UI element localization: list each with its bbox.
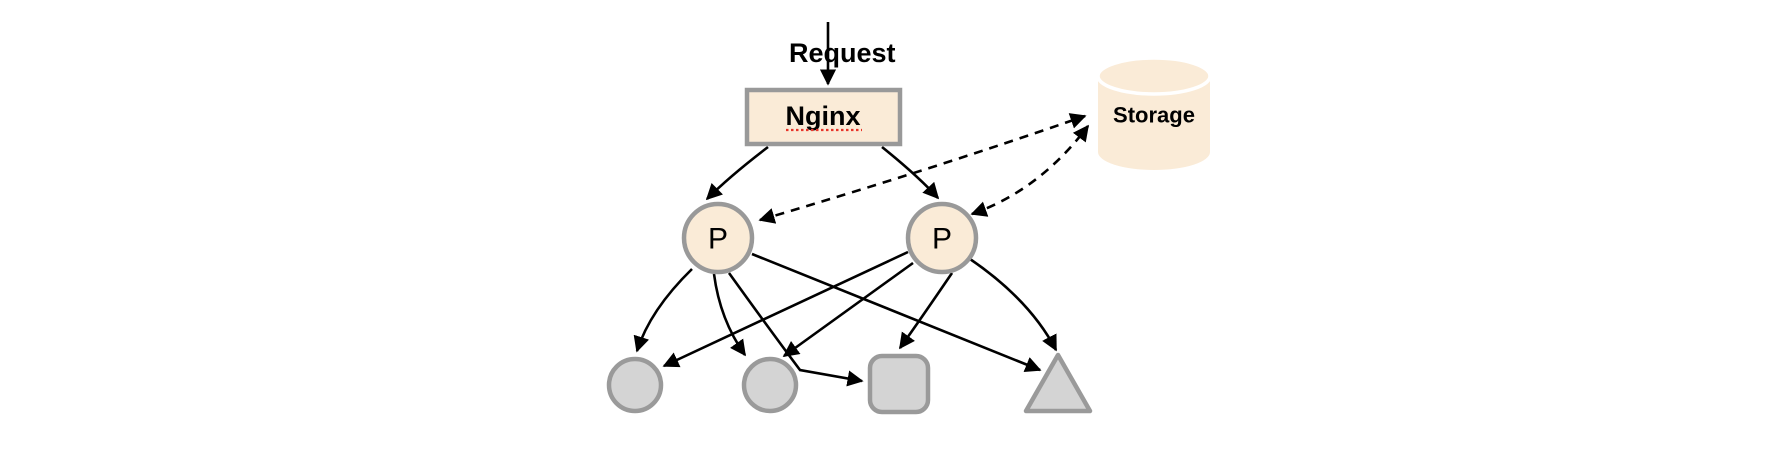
storage-cylinder-top [1096,56,1212,96]
edge-process-left-to-worker-square [727,272,864,387]
edge-process-left-to-worker-circle-1 [633,268,693,353]
worker-circle-2[interactable] [741,356,799,414]
worker-triangle[interactable] [1023,352,1093,414]
worker-square[interactable] [867,353,931,415]
process-left-label: P [708,223,728,256]
edge-process-right-to-worker-square [898,272,954,350]
storage-node[interactable]: Storage [1096,56,1212,170]
nginx-label: Nginx [785,101,860,131]
process-left-circle[interactable] [681,201,755,275]
storage-label: Storage [1113,103,1195,128]
storage-cylinder-body[interactable] [1098,76,1210,170]
edge-process-right-to-worker-triangle [969,257,1058,352]
edge-process-right-to-worker-circle-2 [782,261,914,358]
edge-nginx-to-process-right [881,145,940,200]
edge-process-right-to-worker-circle-1 [662,250,909,368]
worker-circle-1[interactable] [606,356,664,414]
process-right-circle[interactable] [905,201,979,275]
edge-process-left-to-worker-triangle [751,252,1042,373]
nginx-node[interactable]: Nginx [744,87,903,147]
edge-process-right-to-storage [970,124,1090,217]
node-layer: Request Nginx Storage P P [606,38,1212,415]
nginx-box[interactable] [744,87,903,147]
process-right-node[interactable]: P [905,201,979,275]
request-label: Request [789,38,896,68]
edge-process-left-to-worker-circle-2 [712,273,747,357]
edge-nginx-to-process-left [705,145,769,201]
process-right-label: P [932,223,952,256]
edge-layer [633,22,1090,387]
process-left-node[interactable]: P [681,201,755,275]
